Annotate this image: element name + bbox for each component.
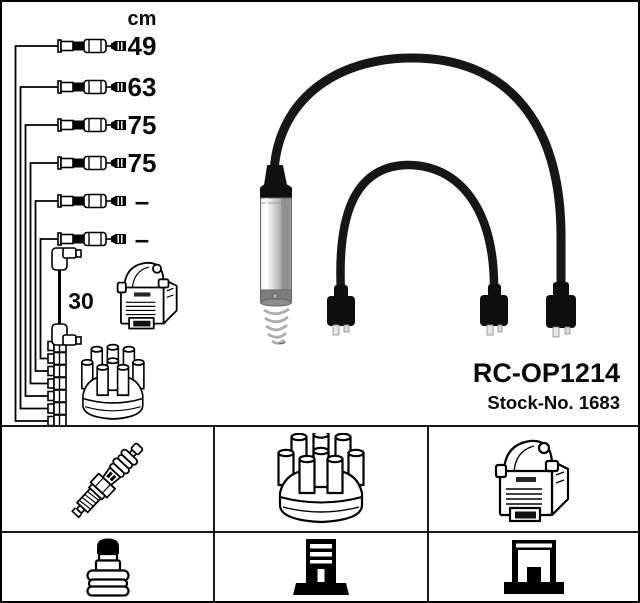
legend-cell-distributor-cap [213, 427, 427, 531]
distributor-cap-icon [277, 433, 365, 524]
wire-length-label-1: 49 [127, 31, 157, 61]
legend-cell-stud-terminal [427, 531, 638, 601]
plug-boot [480, 284, 508, 336]
stud-terminal-icon [503, 540, 564, 594]
legend-cell-spark-plug [2, 427, 213, 531]
chrome-connector [260, 165, 292, 345]
ignition-coil-drawing [116, 261, 178, 330]
wire-length-label-6: – [134, 224, 150, 254]
product-reference: RC-OP1214 Stock-No. 1683 [473, 359, 620, 414]
wire-set-diagram [14, 38, 576, 425]
unit-header: cm [127, 8, 157, 30]
legend-cell-plug-cover [2, 531, 213, 601]
cable-photo [260, 53, 576, 345]
plug-boot [546, 282, 576, 338]
distributor-cap-drawing [80, 343, 145, 420]
wire-length-label-4: 75 [127, 148, 157, 178]
wire-end-drawings [57, 38, 127, 247]
spark-plug-icon [70, 442, 143, 519]
diagram-section: cm 49 63 75 75 – – 30 RC-OP1214 Stock-No… [2, 2, 638, 425]
plug-boot [327, 285, 355, 336]
din-terminal-icon [293, 539, 349, 595]
legend-cell-din-terminal [213, 531, 427, 601]
plug-cover-icon [85, 538, 130, 597]
wire-length-label-3: 75 [127, 110, 157, 140]
ignition-coil-icon [494, 439, 569, 523]
legend-cell-ignition-coil [427, 427, 638, 531]
wire-length-label-2: 63 [127, 72, 157, 102]
stock-number: Stock-No. 1683 [487, 392, 620, 413]
product-code: RC-OP1214 [472, 358, 620, 388]
coil-wire-length-label: 30 [68, 288, 94, 314]
wire-length-label-5: – [134, 186, 150, 216]
legend-grid [2, 425, 638, 601]
distributor-terminals [47, 339, 67, 425]
wire-feed-lines [14, 45, 58, 422]
coil-wire-drawing [51, 247, 82, 346]
